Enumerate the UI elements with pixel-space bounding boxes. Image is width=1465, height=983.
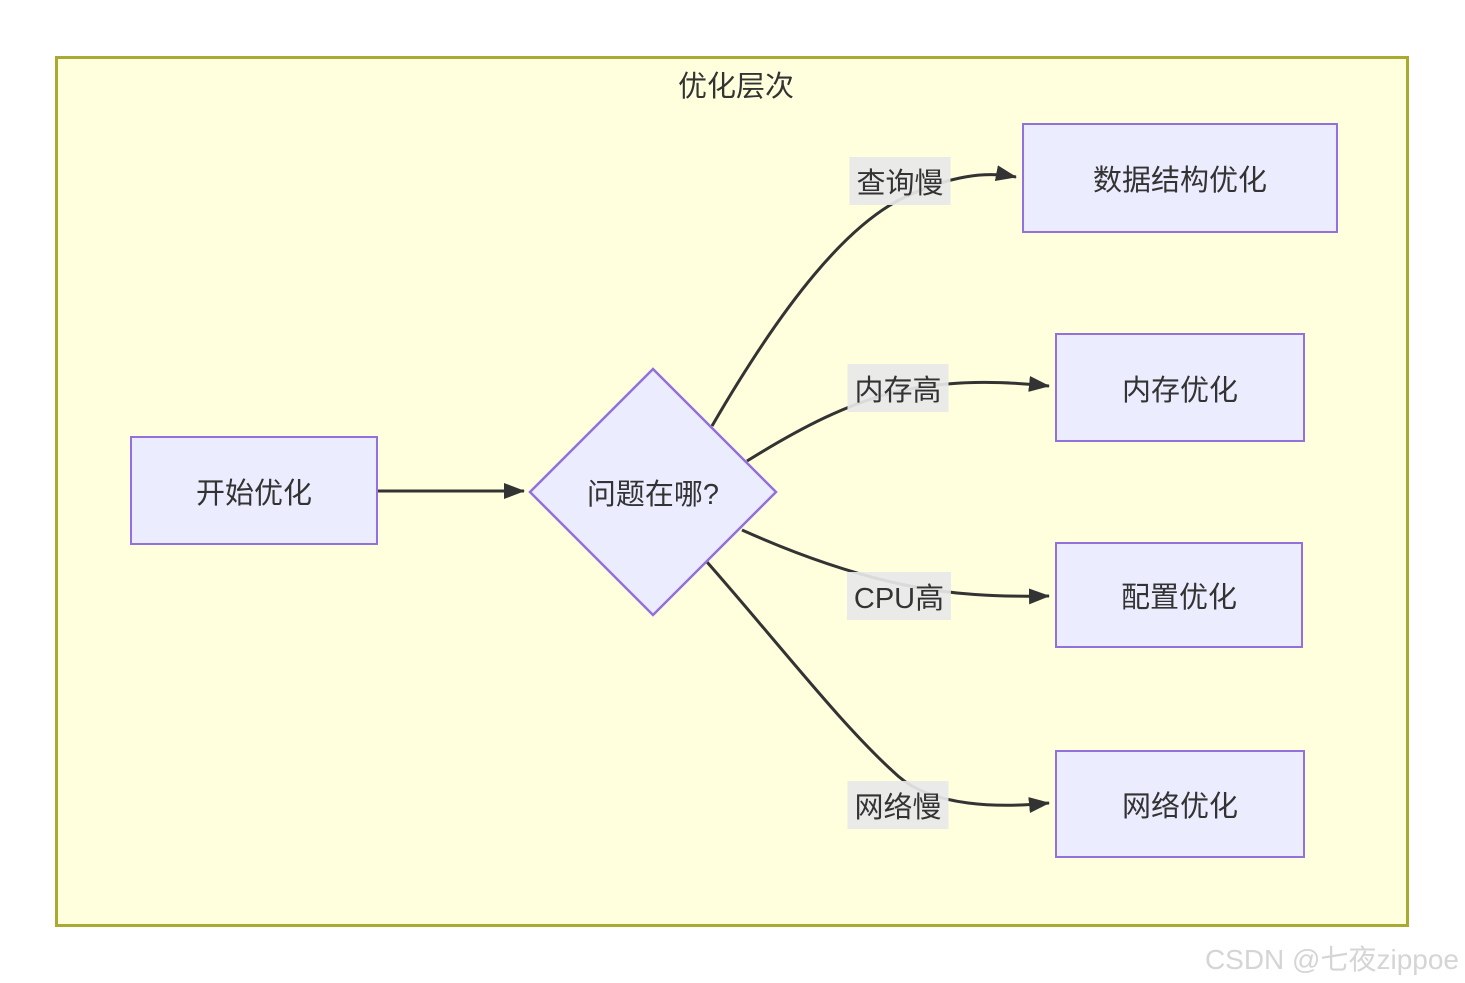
node-start: 开始优化 xyxy=(130,436,378,545)
edge-question-data xyxy=(710,165,1017,427)
edge-label-network-slow: 网络慢 xyxy=(847,781,949,829)
node-memory-label: 内存优化 xyxy=(1121,374,1238,407)
edge-label-query-slow: 查询慢 xyxy=(849,157,951,205)
node-question-shape xyxy=(528,367,778,617)
edge-label-cpu-high: CPU高 xyxy=(846,572,952,620)
node-network-optimization: 网络优化 xyxy=(1055,750,1305,858)
node-config-label: 配置优化 xyxy=(1120,582,1237,614)
edge-label-memory-high: 内存高 xyxy=(847,364,949,412)
node-memory-optimization: 内存优化 xyxy=(1055,333,1305,442)
node-data-label: 数据结构优化 xyxy=(1092,165,1267,197)
node-start-label: 开始优化 xyxy=(195,477,312,510)
node-question-label: 问题在哪? xyxy=(586,479,720,511)
node-network-label: 网络优化 xyxy=(1121,791,1238,823)
node-config-optimization: 配置优化 xyxy=(1055,542,1303,648)
csdn-watermark: CSDN @七夜zippoe xyxy=(1204,944,1459,975)
node-data-structure-optimization: 数据结构优化 xyxy=(1022,123,1338,233)
diagram-title: 优化层次 xyxy=(677,71,795,103)
edge-question-network xyxy=(705,561,1050,813)
